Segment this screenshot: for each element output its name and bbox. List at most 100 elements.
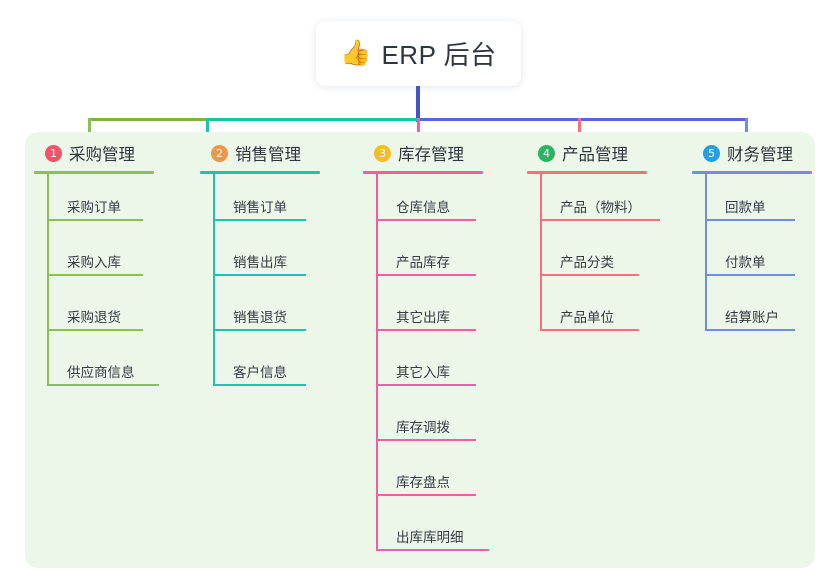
branch-item[interactable]: 仓库信息 [376, 174, 483, 229]
branch-item-label: 其它入库 [396, 365, 450, 380]
branch-item[interactable]: 产品单位 [540, 284, 647, 339]
branch-item-label: 仓库信息 [396, 200, 450, 215]
branch-item-label: 销售出库 [233, 255, 287, 270]
branch-item[interactable]: 付款单 [705, 229, 812, 284]
branch-item-underline [540, 219, 660, 221]
branch-item-label: 产品单位 [560, 310, 614, 325]
branch-spine [705, 174, 707, 331]
branch-item-label: 产品（物料） [560, 200, 641, 215]
branch-number-badge: 5 [703, 144, 720, 162]
branch-header-3[interactable]: 3 库存管理 [363, 140, 483, 166]
branch-item-underline [376, 219, 476, 221]
branch-item-list: 回款单付款单结算账户 [705, 174, 812, 339]
branch-item-underline [540, 274, 639, 276]
branch-item-underline [376, 549, 489, 551]
branch-item-label: 采购退货 [67, 310, 121, 325]
branch-item-underline [213, 329, 306, 331]
branch-item-label: 销售退货 [233, 310, 287, 325]
branch-item[interactable]: 客户信息 [213, 339, 320, 394]
connector-drop-1 [88, 118, 91, 143]
branch-item[interactable]: 采购入库 [47, 229, 154, 284]
branch-column-3: 3 库存管理仓库信息产品库存其它出库其它入库库存调拨库存盘点出库库明细 [363, 140, 489, 559]
branch-item-label: 库存盘点 [396, 475, 450, 490]
connector-drop-4 [578, 118, 581, 143]
branch-item[interactable]: 供应商信息 [47, 339, 159, 394]
branch-header-5[interactable]: 5 财务管理 [692, 140, 812, 166]
branch-underline [363, 171, 483, 174]
branch-item-label: 产品库存 [396, 255, 450, 270]
branch-item-label: 库存调拨 [396, 420, 450, 435]
page-title: ERP 后台 [381, 40, 497, 70]
branch-item-list: 仓库信息产品库存其它出库其它入库库存调拨库存盘点出库库明细 [376, 174, 489, 559]
branch-number-badge: 2 [211, 144, 228, 162]
branch-item-underline [705, 329, 795, 331]
branch-spine [47, 174, 49, 386]
branch-underline [200, 171, 320, 174]
branch-item-underline [376, 384, 476, 386]
branch-item-label: 客户信息 [233, 365, 287, 380]
branch-item-label: 采购订单 [67, 200, 121, 215]
branch-column-1: 1 采购管理采购订单采购入库采购退货供应商信息 [34, 140, 159, 394]
branch-title: 库存管理 [398, 146, 464, 164]
branch-title: 销售管理 [235, 146, 301, 164]
branch-item-underline [47, 384, 159, 386]
branch-title: 财务管理 [727, 146, 793, 164]
branch-item-underline [705, 274, 795, 276]
branch-spine [376, 174, 378, 551]
branch-number-badge: 1 [45, 144, 62, 162]
branch-title: 产品管理 [562, 146, 628, 164]
root-title-card[interactable]: 👍 ERP 后台 [316, 21, 521, 86]
branch-item-underline [47, 274, 143, 276]
branch-spine [213, 174, 215, 386]
branch-item[interactable]: 库存调拨 [376, 394, 483, 449]
branch-item[interactable]: 采购退货 [47, 284, 154, 339]
connector-drop-3 [417, 118, 420, 143]
branch-item[interactable]: 回款单 [705, 174, 812, 229]
thumbs-up-icon: 👍 [340, 39, 372, 67]
branch-item[interactable]: 其它入库 [376, 339, 483, 394]
branch-item-underline [376, 439, 476, 441]
branch-item[interactable]: 采购订单 [47, 174, 154, 229]
branch-item-label: 采购入库 [67, 255, 121, 270]
branch-item[interactable]: 出库库明细 [376, 504, 489, 559]
connector-stem [416, 86, 420, 122]
branch-header-1[interactable]: 1 采购管理 [34, 140, 154, 166]
connector-bar-blue [417, 118, 748, 121]
connector-bar-green [88, 118, 207, 121]
branch-header-2[interactable]: 2 销售管理 [200, 140, 320, 166]
branch-item[interactable]: 销售订单 [213, 174, 320, 229]
branch-item[interactable]: 产品（物料） [540, 174, 660, 229]
branch-item-underline [540, 329, 639, 331]
branch-number-badge: 3 [374, 144, 391, 162]
branch-underline [527, 171, 647, 174]
branch-item[interactable]: 其它出库 [376, 284, 483, 339]
branch-item[interactable]: 结算账户 [705, 284, 812, 339]
branch-item-underline [213, 384, 306, 386]
branch-item-underline [213, 219, 306, 221]
branch-item-label: 付款单 [725, 255, 766, 270]
branch-underline [692, 171, 812, 174]
branch-column-5: 5 财务管理回款单付款单结算账户 [692, 140, 812, 339]
branch-item-underline [705, 219, 795, 221]
branch-item-underline [47, 329, 143, 331]
branch-title: 采购管理 [69, 146, 135, 164]
branch-item-list: 产品（物料） 产品分类产品单位 [540, 174, 660, 339]
branch-item-underline [47, 219, 143, 221]
branch-item[interactable]: 库存盘点 [376, 449, 483, 504]
branch-spine [540, 174, 542, 331]
connector-bar-teal [206, 118, 418, 121]
branch-underline [34, 171, 154, 174]
branch-item[interactable]: 产品库存 [376, 229, 483, 284]
connector-drop-2 [206, 118, 209, 143]
branch-item[interactable]: 销售退货 [213, 284, 320, 339]
branch-item-label: 供应商信息 [67, 365, 135, 380]
branch-item-label: 结算账户 [725, 310, 779, 325]
branch-item[interactable]: 销售出库 [213, 229, 320, 284]
branch-column-2: 2 销售管理销售订单销售出库销售退货客户信息 [200, 140, 320, 394]
connector-drop-5 [745, 118, 748, 143]
branch-item[interactable]: 产品分类 [540, 229, 647, 284]
branch-item-underline [376, 274, 476, 276]
